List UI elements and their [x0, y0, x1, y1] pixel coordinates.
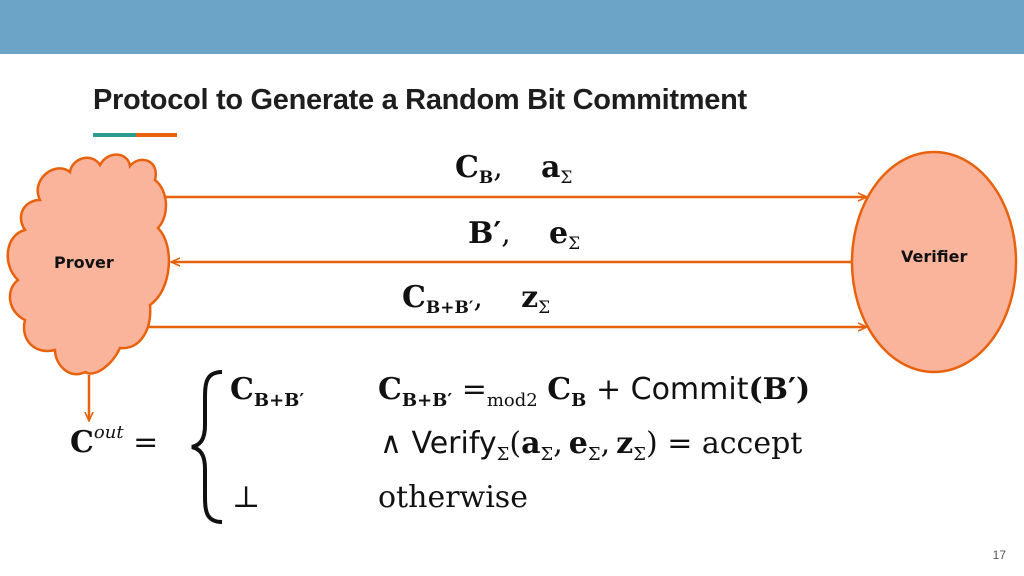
output-lhs: Cout =: [70, 422, 159, 460]
title-accent-orange: [136, 133, 177, 137]
case-2-value: ⊥: [232, 480, 261, 515]
cases-brace: [191, 370, 223, 524]
verifier-ellipse: [850, 150, 1018, 374]
prover-label: Prover: [54, 253, 114, 272]
case-1-condition-line-2: ∧ VerifyΣ(aΣ, eΣ, zΣ) = accept: [380, 426, 803, 465]
message-1: CB, aΣ: [455, 150, 573, 188]
message-2: B′, eΣ: [468, 216, 581, 254]
message-3: CB+B′, zΣ: [402, 280, 551, 318]
prover-cloud-icon: [6, 153, 171, 376]
slide-title: Protocol to Generate a Random Bit Commit…: [93, 84, 747, 116]
case-1-value: CB+B′: [230, 372, 305, 411]
header-bar: [0, 0, 1024, 54]
case-2-condition: otherwise: [378, 480, 528, 515]
title-accent-teal: [93, 133, 136, 137]
verifier-label: Verifier: [901, 247, 968, 266]
page-number: 17: [992, 548, 1006, 562]
case-1-condition-line-1: CB+B′ =mod2 CB + Commit(B′): [378, 372, 811, 411]
